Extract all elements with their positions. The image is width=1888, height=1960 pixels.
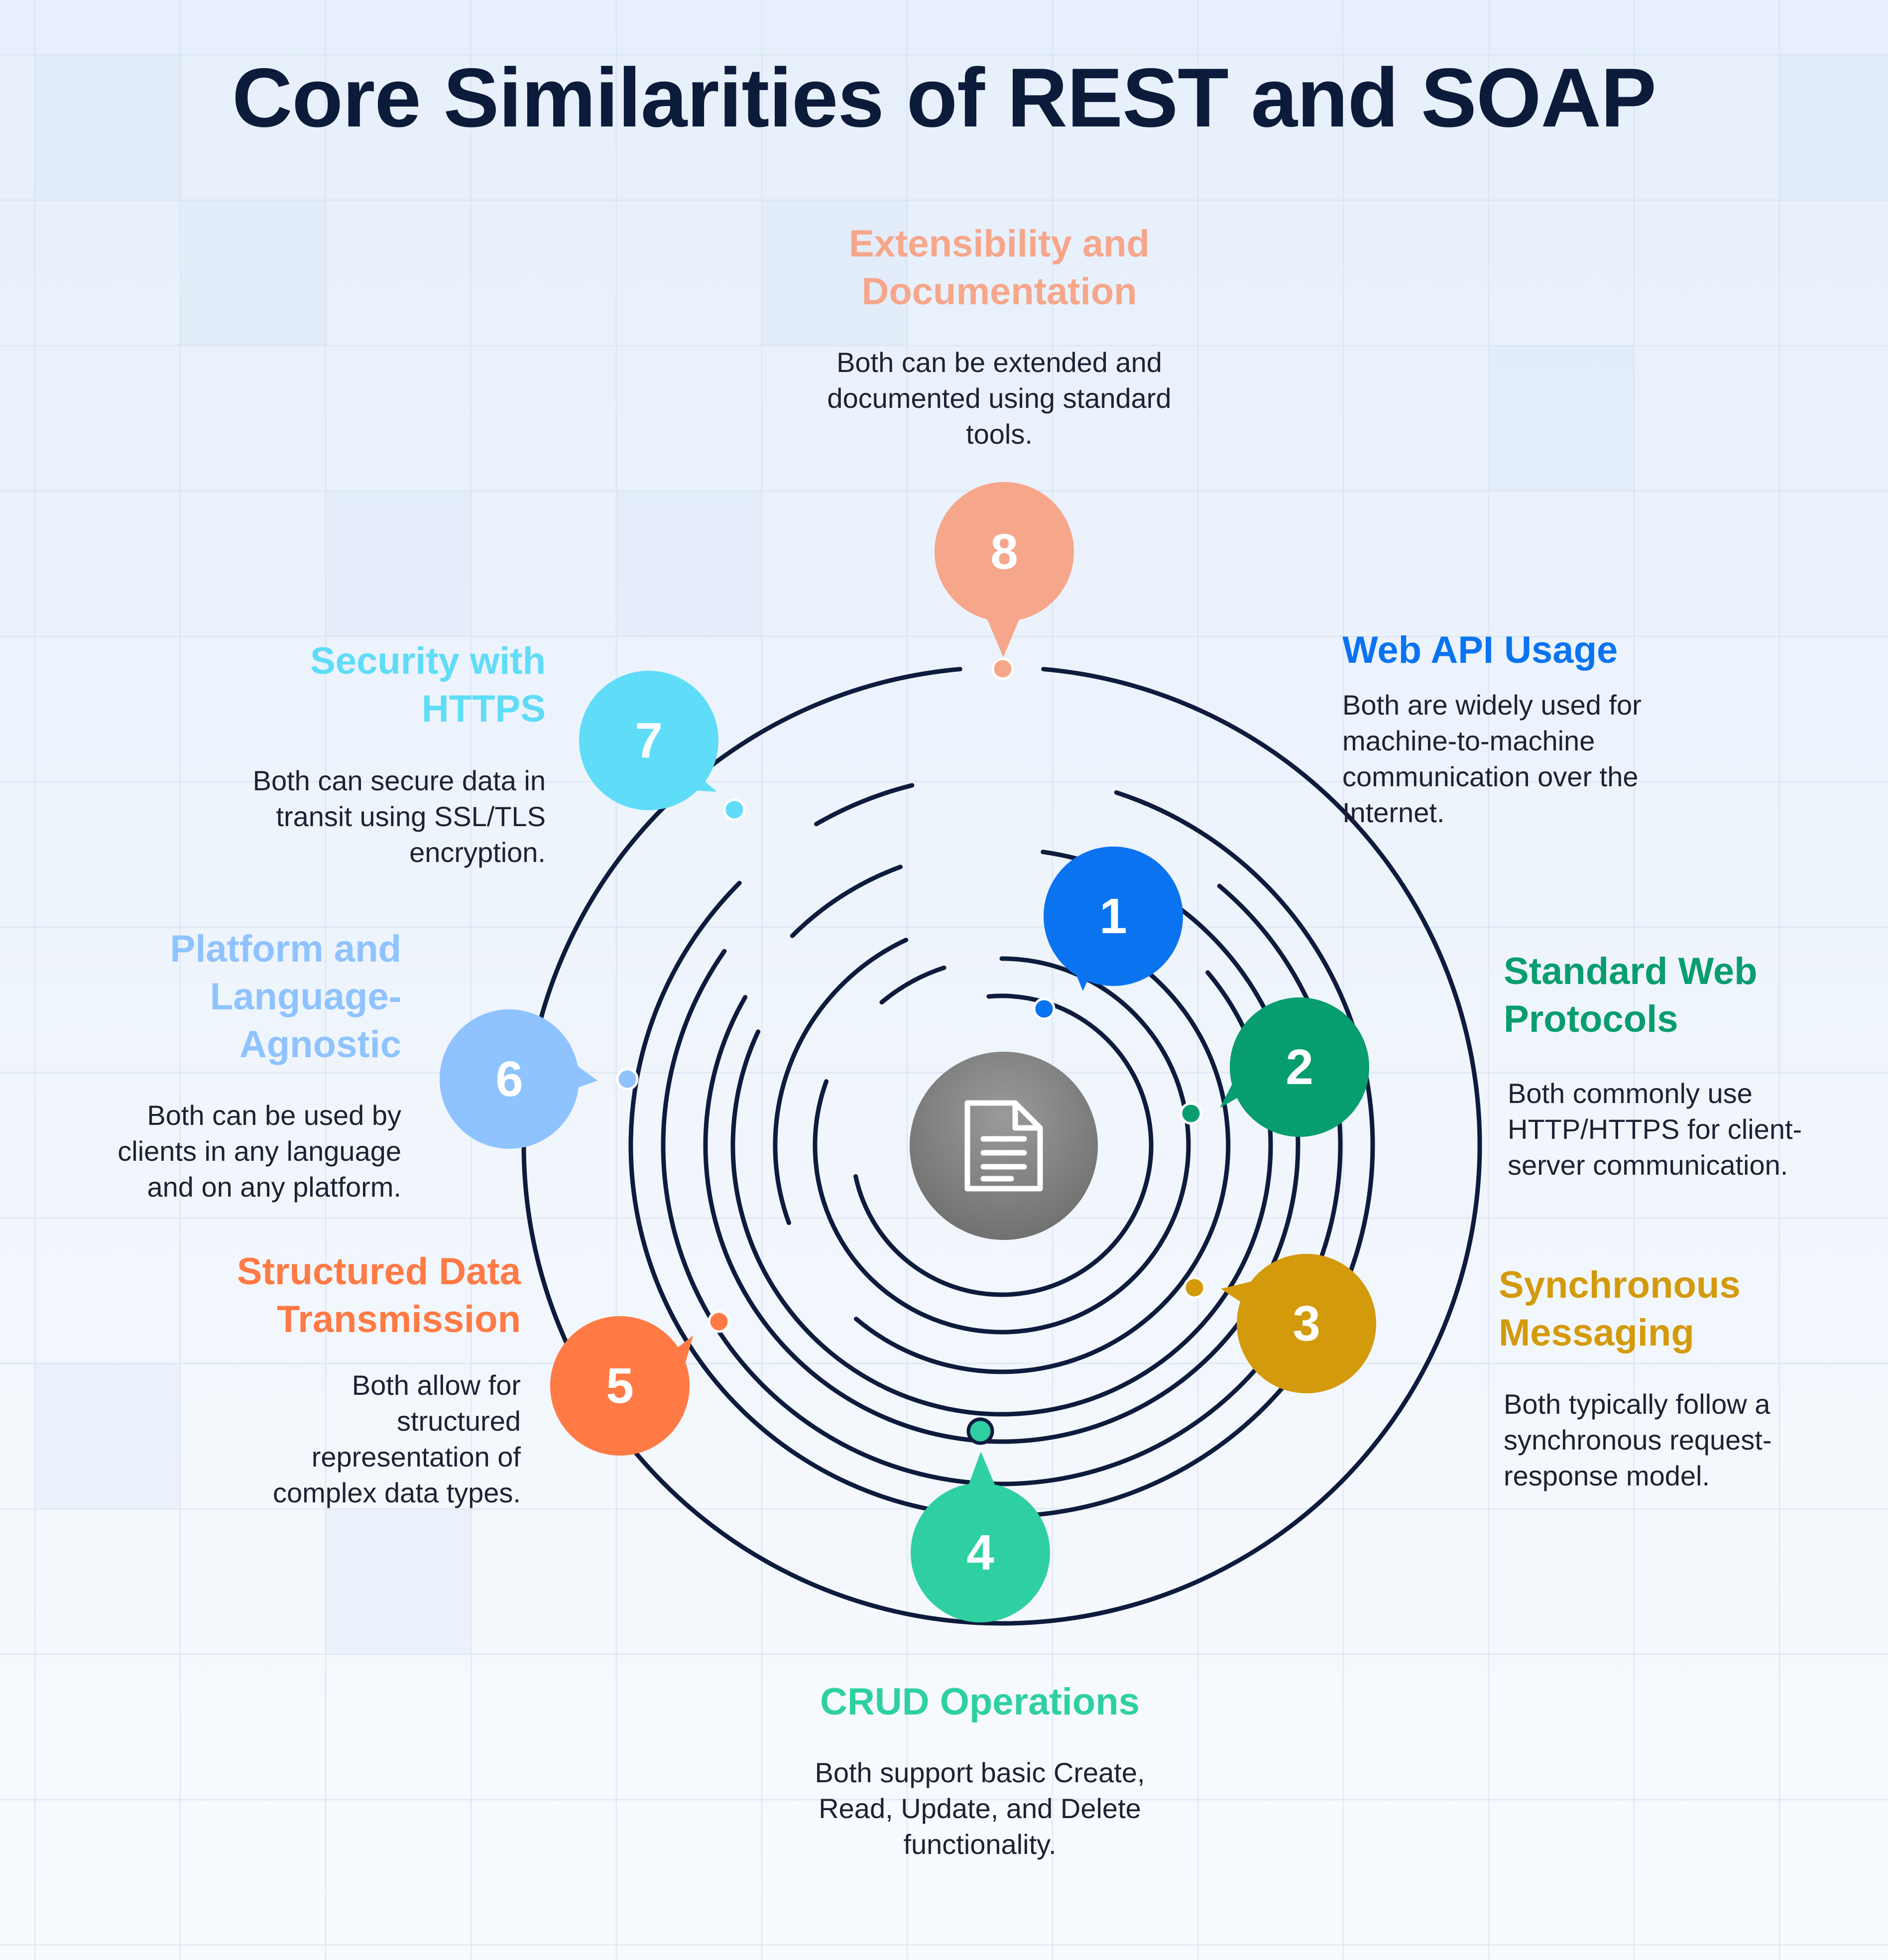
web-api-usage-heading: Web API Usage: [1342, 629, 1618, 671]
step-badge-1: 1: [1044, 847, 1183, 986]
crud-operations-heading: CRUD Operations: [820, 1681, 1140, 1723]
platform-language-agnostic-heading: Platform and Language- Agnostic: [170, 928, 402, 1066]
step-badge-3: 3: [1237, 1254, 1376, 1393]
security-with-https-heading: Security with HTTPS: [310, 640, 546, 730]
step-badge-5: 5: [550, 1316, 690, 1456]
standard-web-protocols-description: Both commonly use HTTP/HTTPS for client-…: [1508, 1078, 1802, 1181]
step-badge-4: 4: [911, 1483, 1050, 1622]
step-number-8: 8: [990, 523, 1018, 580]
step-number-6: 6: [495, 1051, 523, 1107]
document-icon: [964, 1100, 1043, 1192]
center-hub: [910, 1052, 1098, 1240]
step-number-5: 5: [606, 1357, 634, 1414]
page-title: Core Similarities of REST and SOAP: [232, 51, 1656, 144]
step-number-7: 7: [635, 712, 663, 768]
step-number-1: 1: [1099, 888, 1127, 944]
standard-web-protocols-heading: Standard Web Protocols: [1504, 950, 1758, 1040]
step-badge-8: 8: [935, 482, 1074, 621]
extensibility-documentation-heading: Extensibility and Documentation: [849, 223, 1150, 313]
web-api-usage-description: Both are widely used for machine-to-mach…: [1342, 689, 1642, 828]
structured-data-transmission-description: Both allow for structured representation…: [272, 1369, 521, 1508]
step-number-2: 2: [1286, 1039, 1313, 1095]
security-with-https-description: Both can secure data in transit using SS…: [252, 765, 546, 868]
step-badge-2: 2: [1230, 997, 1369, 1137]
step-number-3: 3: [1293, 1295, 1320, 1351]
platform-language-agnostic-description: Both can be used by clients in any langu…: [118, 1100, 401, 1203]
step-badge-7: 7: [579, 671, 718, 810]
step-number-4: 4: [966, 1524, 994, 1581]
synchronous-messaging-heading: Synchronous Messaging: [1499, 1264, 1741, 1354]
step-badge-6: 6: [440, 1009, 579, 1149]
structured-data-transmission-heading: Structured Data Transmission: [236, 1250, 521, 1341]
extensibility-documentation-description: Both can be extended and documented usin…: [827, 347, 1172, 450]
synchronous-messaging-description: Both typically follow a synchronous requ…: [1504, 1388, 1772, 1491]
crud-operations-description: Both support basic Create, Read, Update,…: [815, 1757, 1145, 1860]
